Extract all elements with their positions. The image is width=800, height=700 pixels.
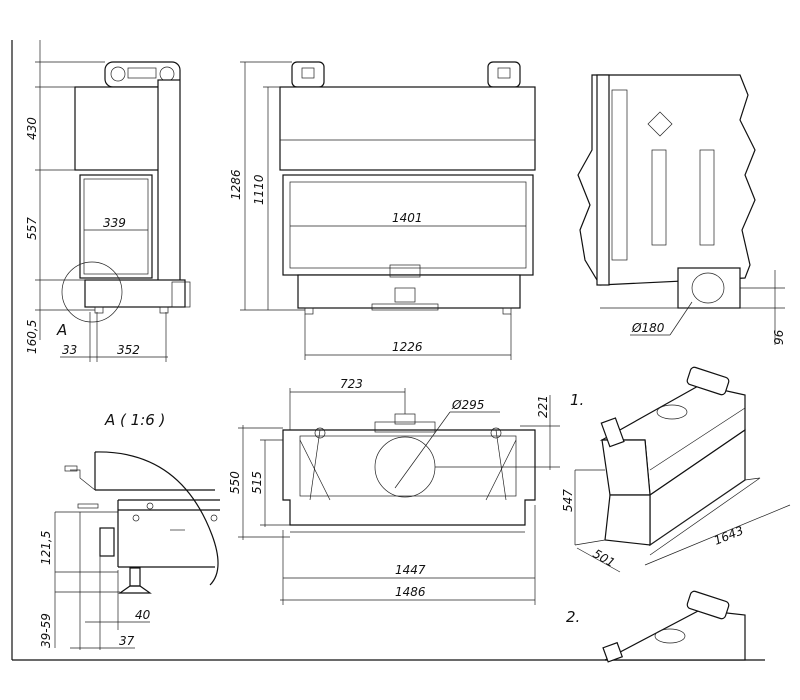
dim-515: 515 — [250, 471, 264, 494]
dim-550: 550 — [228, 471, 242, 494]
dim-33: 33 — [62, 343, 77, 357]
dim-1110: 1110 — [252, 174, 266, 205]
dim-1447: 1447 — [395, 563, 426, 577]
detail-a-view — [54, 451, 220, 650]
rear-view — [577, 74, 785, 345]
dim-96: 96 — [772, 329, 786, 345]
dim-160-5: 160,5 — [25, 320, 39, 354]
dim-557: 557 — [25, 217, 39, 240]
dim-1643: 1643 — [712, 523, 746, 547]
dim-flue-295: Ø295 — [451, 398, 484, 412]
dim-1286: 1286 — [229, 169, 243, 200]
isometric-view-2 — [602, 590, 746, 663]
dim-352: 352 — [117, 343, 140, 357]
dim-221: 221 — [536, 395, 550, 418]
dim-1226: 1226 — [392, 340, 423, 354]
dim-1401: 1401 — [392, 211, 423, 225]
dim-flue-180: Ø180 — [631, 321, 665, 335]
front-view — [240, 61, 536, 360]
dim-501: 501 — [591, 546, 618, 570]
dim-40: 40 — [135, 608, 151, 622]
detail-marker-a: A — [56, 321, 67, 339]
side-view — [35, 40, 191, 362]
dim-430: 430 — [25, 117, 39, 140]
dim-339: 339 — [103, 216, 126, 230]
dim-547: 547 — [561, 489, 575, 512]
dim-37: 37 — [119, 634, 135, 648]
dim-121-5: 121,5 — [39, 531, 53, 565]
dim-39-59: 39-59 — [39, 613, 53, 648]
top-view — [238, 388, 560, 605]
isometric-view-1 — [574, 366, 791, 573]
dim-723: 723 — [340, 377, 363, 391]
iso-2-label: 2. — [566, 608, 580, 626]
iso-1-label: 1. — [570, 391, 584, 409]
detail-a-title: A ( 1:6 ) — [104, 411, 165, 429]
dim-1486: 1486 — [395, 585, 426, 599]
